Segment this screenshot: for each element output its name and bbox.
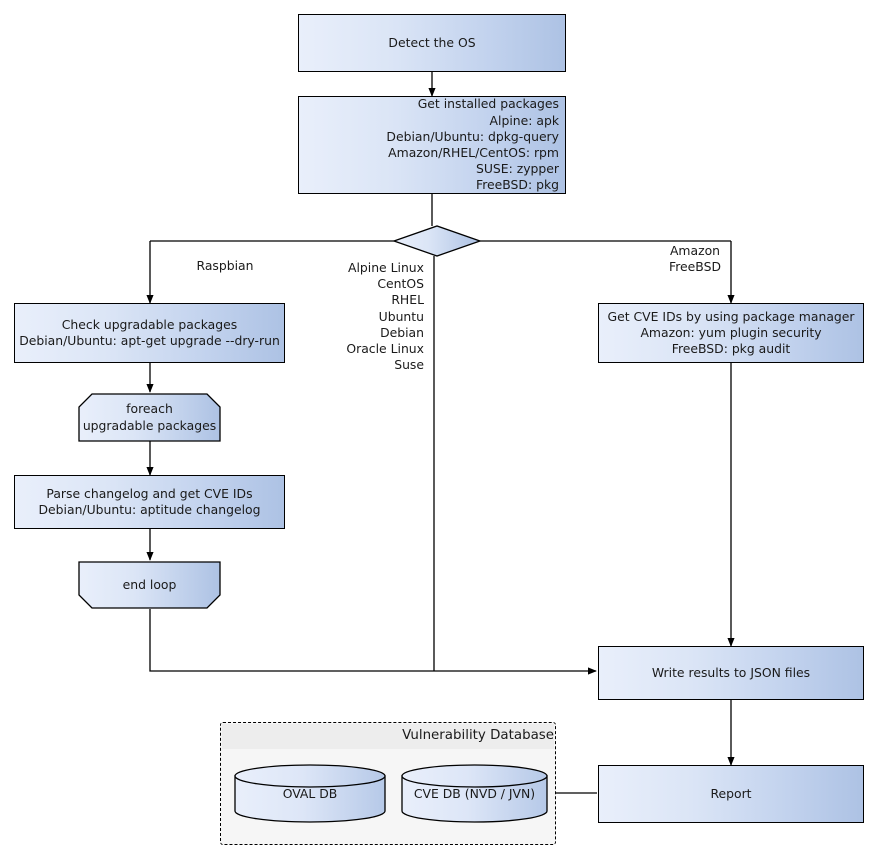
node-detect-os[interactable]: Detect the OS [298, 14, 566, 72]
node-get-installed-packages[interactable]: Get installed packages Alpine: apk Debia… [298, 96, 566, 194]
db-oval[interactable]: OVAL DB [234, 764, 386, 823]
node-os-decision[interactable] [392, 224, 482, 258]
foreach-shape [78, 393, 221, 442]
db-oval-label: OVAL DB [282, 786, 338, 801]
node-report-label: Report [710, 785, 752, 801]
node-write-results[interactable]: Write results to JSON files [598, 646, 864, 700]
edge-label-middle-os-list: Alpine Linux CentOS RHEL Ubuntu Debian O… [346, 260, 424, 373]
node-detect-os-label: Detect the OS [388, 34, 476, 50]
node-parse-changelog[interactable]: Parse changelog and get CVE IDs Debian/U… [14, 475, 285, 529]
node-get-installed-packages-label: Get installed packages Alpine: apk Debia… [386, 96, 559, 193]
node-check-upgradable-packages-label: Check upgradable packages Debian/Ubuntu:… [19, 316, 280, 348]
db-cve-shape [401, 764, 548, 823]
node-check-upgradable-packages[interactable]: Check upgradable packages Debian/Ubuntu:… [14, 303, 285, 363]
edge-label-raspbian: Raspbian [196, 258, 254, 273]
node-get-cve-ids-label: Get CVE IDs by using package manager Ama… [607, 308, 855, 357]
node-foreach-loop-label: foreach upgradable packages [82, 401, 217, 433]
node-get-cve-ids[interactable]: Get CVE IDs by using package manager Ama… [598, 303, 864, 363]
end-loop-shape [78, 561, 221, 609]
db-cve-label: CVE DB (NVD / JVN) [413, 786, 536, 801]
node-report[interactable]: Report [598, 765, 864, 823]
edge-endloop-to-write [149, 609, 597, 675]
node-foreach-loop[interactable]: foreach upgradable packages [78, 393, 221, 442]
node-end-loop-label: end loop [122, 576, 177, 592]
node-write-results-label: Write results to JSON files [651, 664, 811, 680]
node-end-loop[interactable]: end loop [78, 561, 221, 609]
group-vulnerability-database-title: Vulnerability Database [222, 724, 554, 749]
db-cve[interactable]: CVE DB (NVD / JVN) [401, 764, 548, 823]
db-oval-shape [234, 764, 386, 823]
edge-label-amazon-freebsd: Amazon FreeBSD [669, 243, 721, 275]
node-parse-changelog-label: Parse changelog and get CVE IDs Debian/U… [38, 485, 261, 517]
